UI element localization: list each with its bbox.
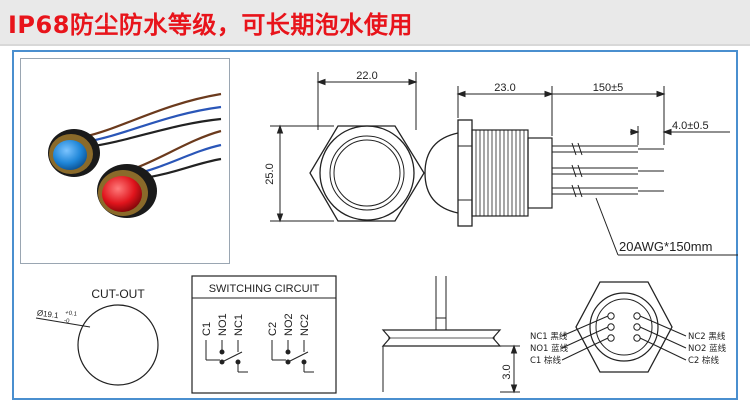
panel-mount-view xyxy=(381,276,520,394)
circuit-contact-point xyxy=(285,349,291,355)
banner-title: IP68防尘防水等级，可长期泡水使用 xyxy=(8,11,413,39)
circuit-contact-point xyxy=(219,349,225,355)
wire-spec-label: 20AWG*150mm xyxy=(619,239,712,254)
rear-pin-view xyxy=(561,281,687,373)
cutout-tolerance-plus: +0.1 xyxy=(65,310,78,318)
cutout-view xyxy=(35,304,159,386)
front-view-hex xyxy=(309,125,425,222)
pin-right-nc2: NC2 黑线 xyxy=(688,331,726,342)
circuit-terminal-label: C2 xyxy=(267,322,279,336)
circuit-switch-lever xyxy=(221,351,243,363)
cutout-diameter-label: Ø19.1 xyxy=(36,308,59,320)
pin-right-c2: C2 棕线 xyxy=(688,355,720,366)
circuit-switch-lever xyxy=(287,351,309,363)
circuit-contact-point xyxy=(285,359,291,365)
panel-thickness-label: 3.0 xyxy=(501,364,513,379)
side-view xyxy=(424,119,553,227)
circuit-contact-point xyxy=(219,359,225,365)
cutout-title: CUT-OUT xyxy=(91,287,145,301)
side-view-threads xyxy=(475,130,525,216)
banner: IP68防尘防水等级，可长期泡水使用 xyxy=(0,0,750,46)
wire-spec-leader xyxy=(595,197,619,256)
circuit-contact-point xyxy=(235,359,241,365)
switching-circuit xyxy=(191,275,337,394)
width-dimension xyxy=(316,72,418,130)
height-label: 25.0 xyxy=(264,163,276,184)
switching-circuit-title: SWITCHING CIRCUIT xyxy=(209,283,320,295)
circuit-contact-point xyxy=(301,359,307,365)
circuit-terminal-label: NC2 xyxy=(299,314,311,336)
side-view-wires xyxy=(552,142,664,198)
blue-switch-cap xyxy=(53,140,87,170)
circuit-terminal-label: NC1 xyxy=(233,314,245,336)
cutout-tolerance-minus: -0 xyxy=(64,318,71,325)
body-length-label: 23.0 xyxy=(494,82,515,94)
circuit-terminal-label: NO2 xyxy=(283,313,295,336)
product-photo-illustration xyxy=(48,92,222,218)
product-photo xyxy=(20,58,230,264)
pin-right-no2: NO2 蓝线 xyxy=(688,343,727,354)
pin-left-nc1: NC1 黑线 xyxy=(530,331,568,342)
height-dimension xyxy=(270,124,334,223)
circuit-terminal-label: NO1 xyxy=(217,313,229,336)
strip-length-dimension xyxy=(630,126,730,145)
circuit-symbols xyxy=(205,340,314,373)
pin-left-no1: NO1 蓝线 xyxy=(530,343,569,354)
width-label: 22.0 xyxy=(356,70,377,82)
wire-length-label: 150±5 xyxy=(593,82,624,94)
strip-length-label: 4.0±0.5 xyxy=(672,120,709,132)
pin-left-c1: C1 棕线 xyxy=(530,355,562,366)
red-switch-cap xyxy=(102,176,142,212)
wire-length-dimension xyxy=(552,86,666,145)
circuit-terminal-label: C1 xyxy=(201,322,213,336)
